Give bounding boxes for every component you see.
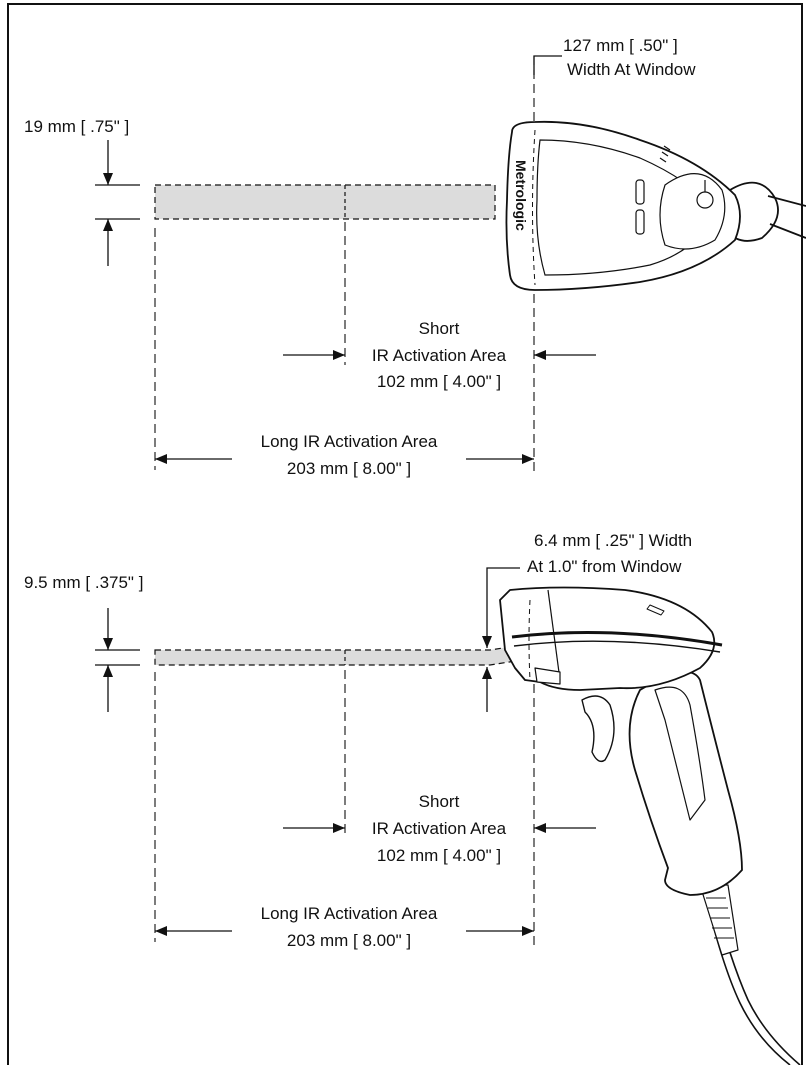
scanner-top-view bbox=[505, 120, 806, 291]
top-long-area-line2: 203 mm [ 8.00" ] bbox=[286, 459, 412, 478]
side-short-area-line2: IR Activation Area bbox=[371, 819, 507, 838]
side-short-area-line1: Short bbox=[418, 792, 460, 811]
side-long-area-line2: 203 mm [ 8.00" ] bbox=[286, 931, 412, 950]
top-beam bbox=[154, 184, 496, 220]
top-height-label: 19 mm [ .75" ] bbox=[24, 117, 130, 136]
page-border bbox=[7, 3, 803, 1065]
top-short-area-line3: 102 mm [ 4.00" ] bbox=[376, 372, 502, 391]
side-width-leader bbox=[486, 567, 520, 600]
top-long-area-line1: Long IR Activation Area bbox=[260, 432, 438, 451]
side-width-line1: 6.4 mm [ .25" ] Width bbox=[534, 531, 693, 550]
side-short-area-line3: 102 mm [ 4.00" ] bbox=[376, 846, 502, 865]
side-beam bbox=[154, 644, 523, 666]
side-view bbox=[95, 567, 801, 1066]
top-window-width-value: 127 mm [ .50" ] bbox=[563, 36, 678, 55]
top-short-area-line2: IR Activation Area bbox=[371, 346, 507, 365]
top-short-area-line1: Short bbox=[418, 319, 460, 338]
top-window-leader bbox=[533, 55, 562, 75]
side-height-label: 9.5 mm [ .375" ] bbox=[24, 573, 144, 592]
side-long-area-line1: Long IR Activation Area bbox=[260, 904, 438, 923]
side-width-line2: At 1.0" from Window bbox=[527, 557, 682, 576]
scanner-side-view bbox=[499, 586, 801, 1066]
top-view: Metrologic bbox=[95, 55, 806, 475]
brand-logo-text: Metrologic bbox=[513, 160, 529, 231]
top-window-width-caption: Width At Window bbox=[567, 60, 696, 79]
